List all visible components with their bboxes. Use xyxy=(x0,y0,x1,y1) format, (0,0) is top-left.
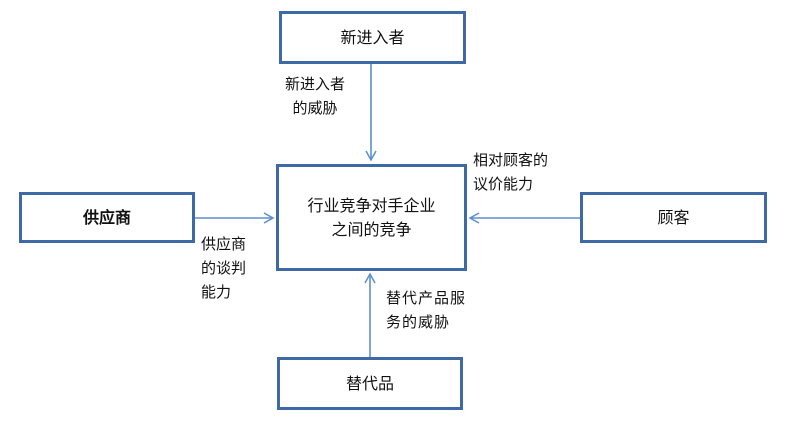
supplier-bargaining-label: 供应商 的谈判 能力 xyxy=(201,232,246,304)
supplier-bargaining-label-line1: 供应商 xyxy=(201,235,247,253)
substitute-box-text: 替代品 xyxy=(345,373,394,393)
customer-bargaining-label-line1: 相对顾客的 xyxy=(473,151,549,169)
new-entrant-box-text: 新进入者 xyxy=(340,27,405,47)
industry-competition-box: 行业竞争对手企业之间的竞争 xyxy=(276,164,467,271)
industry-competition-box-text: 行业竞争对手企业之间的竞争 xyxy=(307,195,436,239)
customer-box: 顾客 xyxy=(580,192,767,243)
substitute-box: 替代品 xyxy=(277,357,463,410)
supplier-box: 供应商 xyxy=(19,192,195,243)
new-entrant-threat-label: 新进入者 的威胁 xyxy=(285,72,345,120)
supplier-bargaining-label-line3: 能力 xyxy=(201,283,232,301)
supplier-bargaining-label-line2: 的谈判 xyxy=(201,259,247,277)
new-entrant-threat-label-line2: 的威胁 xyxy=(292,99,338,117)
substitute-threat-label-line2: 务的威胁 xyxy=(386,313,451,331)
substitute-threat-label-line1: 替代产品服 xyxy=(386,289,467,307)
new-entrant-box: 新进入者 xyxy=(279,11,466,64)
new-entrant-threat-label-line1: 新进入者 xyxy=(285,75,346,93)
supplier-box-text: 供应商 xyxy=(82,207,131,227)
substitute-threat-label: 替代产品服 务的威胁 xyxy=(386,286,466,334)
customer-bargaining-label: 相对顾客的 议价能力 xyxy=(473,148,548,196)
customer-bargaining-label-line2: 议价能力 xyxy=(473,175,534,193)
customer-box-text: 顾客 xyxy=(657,207,690,227)
